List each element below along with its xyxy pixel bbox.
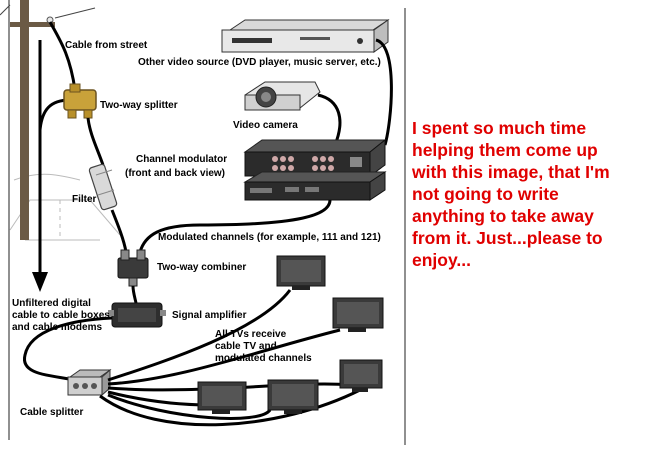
caption-line: not going to write xyxy=(412,184,559,204)
channel-modulator xyxy=(243,138,387,201)
label-unfiltered-1: Unfiltered digital xyxy=(12,298,91,309)
label-all-tvs-1: All TVs receive xyxy=(215,329,287,340)
label-cable-splitter: Cable splitter xyxy=(20,407,83,418)
label-channel-modulator-2: (front and back view) xyxy=(125,168,225,179)
splitter-to-filter-cable xyxy=(86,117,105,166)
label-other-video-source: Other video source (DVD player, music se… xyxy=(138,57,381,68)
caption-line: helping them come up xyxy=(412,140,598,160)
tv-2 xyxy=(332,297,384,332)
label-modulated-channels: Modulated channels (for example, 111 and… xyxy=(158,232,381,243)
video-camera xyxy=(244,81,321,111)
label-unfiltered-2: cable to cable boxes xyxy=(12,310,110,321)
modulator-to-combiner-cable xyxy=(138,199,332,253)
caption-line: I spent so much time xyxy=(412,118,587,138)
camera-to-modulator-cable xyxy=(317,93,342,146)
signal-amplifier xyxy=(108,302,166,328)
caption-line: with this image, that I'm xyxy=(412,162,610,182)
tv-5 xyxy=(267,379,319,414)
label-cable-from-street: Cable from street xyxy=(65,40,148,51)
filter xyxy=(88,163,118,211)
tv-4 xyxy=(197,381,247,414)
combiner-to-amplifier-cable xyxy=(131,285,138,304)
caption-line: enjoy... xyxy=(412,250,471,270)
caption-text: I spent so much time helping them come u… xyxy=(412,117,640,271)
label-channel-modulator-1: Channel modulator xyxy=(136,154,227,165)
tv-3 xyxy=(339,359,383,392)
label-filter: Filter xyxy=(72,194,97,205)
amplifier-to-splitter-cable xyxy=(23,316,113,382)
label-two-way-combiner: Two-way combiner xyxy=(157,262,246,273)
label-signal-amplifier: Signal amplifier xyxy=(172,310,247,321)
tv-1 xyxy=(276,255,326,290)
label-all-tvs-2: cable TV and xyxy=(215,341,277,352)
caption-line: from it. Just...please to xyxy=(412,228,603,248)
two-way-splitter xyxy=(63,83,97,119)
street-cable xyxy=(48,21,77,91)
caption-line: anything to take away xyxy=(412,206,594,226)
dvd-player xyxy=(221,19,390,53)
label-unfiltered-3: and cable modems xyxy=(12,322,102,333)
label-two-way-splitter: Two-way splitter xyxy=(100,100,178,111)
dvd-to-modulator-cable xyxy=(375,38,393,146)
two-way-combiner xyxy=(117,249,149,287)
cable-splitter xyxy=(67,368,112,397)
label-video-camera: Video camera xyxy=(233,120,298,131)
filter-to-combiner-cable xyxy=(110,209,128,253)
down-arrow xyxy=(32,40,48,292)
label-all-tvs-3: modulated channels xyxy=(215,353,312,364)
